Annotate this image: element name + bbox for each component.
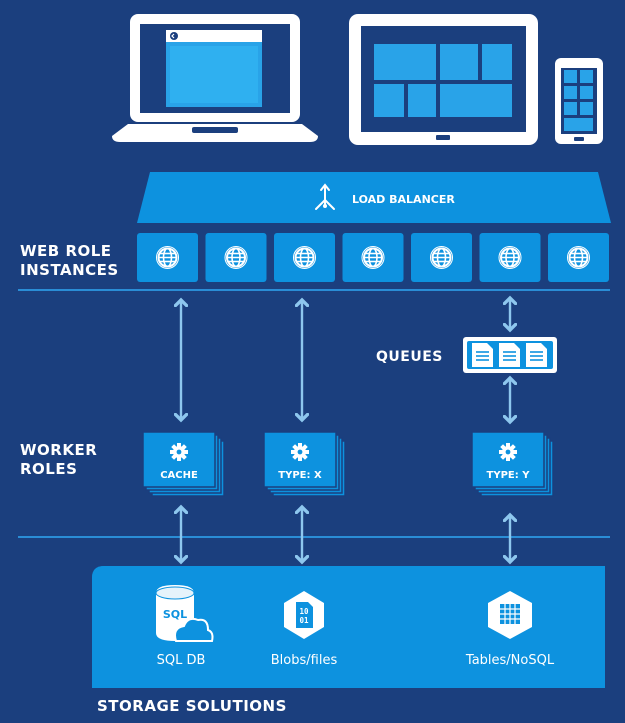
storage-label-sql: SQL DB [157, 653, 206, 668]
gear-icon [499, 443, 517, 461]
worker-role-1: TYPE: X [263, 431, 346, 497]
connector-arrows [181, 298, 510, 562]
globe-icon [361, 246, 385, 269]
load-balancer-label: LOAD BALANCER [352, 193, 455, 206]
laptop-icon [112, 14, 318, 142]
sql-db-icon: SQL [155, 585, 214, 642]
sql-badge: SQL [163, 608, 187, 621]
worker-roles: CACHE TYPE: X TYPE: Y [142, 431, 554, 497]
web-role-instance [411, 233, 472, 282]
web-role-instance [479, 233, 541, 282]
worker-role-0: CACHE [142, 431, 225, 497]
phone-icon [555, 58, 603, 144]
storage-label-blobs: Blobs/files [271, 653, 338, 668]
web-role-label: WEB ROLE INSTANCES [20, 242, 119, 279]
gear-icon [291, 443, 309, 461]
blob-badge-bottom: 01 [299, 616, 309, 625]
worker-role-label: TYPE: X [278, 470, 322, 481]
web-role-instance [342, 233, 404, 282]
table-icon [488, 591, 532, 639]
globe-icon [498, 246, 522, 269]
web-role-instance [137, 233, 198, 282]
blob-file-icon: 10 01 [284, 591, 324, 639]
blob-badge-top: 10 [299, 607, 309, 616]
web-role-instances [137, 233, 609, 282]
storage-solutions: SQL 10 01 [92, 566, 605, 688]
globe-icon [567, 246, 590, 269]
queues [463, 337, 557, 373]
document-icon [499, 343, 520, 367]
globe-icon [156, 246, 179, 269]
document-icon [526, 343, 547, 367]
worker-role-label: CACHE [160, 470, 198, 481]
globe-icon [224, 246, 248, 269]
globe-icon [293, 246, 316, 269]
globe-icon [430, 246, 453, 269]
worker-role-2: TYPE: Y [471, 431, 554, 497]
gear-icon [170, 443, 188, 461]
document-icon [472, 343, 493, 367]
web-role-instance [274, 233, 335, 282]
storage-label-tables: Tables/NoSQL [465, 653, 555, 668]
worker-roles-label: WORKER ROLES [20, 441, 98, 478]
load-balancer: LOAD BALANCER [137, 172, 611, 223]
web-role-instance [205, 233, 267, 282]
queues-label: QUEUES [376, 349, 443, 365]
worker-role-label: TYPE: Y [487, 470, 531, 481]
storage-solutions-label: STORAGE SOLUTIONS [97, 697, 287, 715]
tablet-icon [349, 14, 538, 145]
web-role-instance [548, 233, 609, 282]
load-balancer-icon [315, 183, 335, 210]
